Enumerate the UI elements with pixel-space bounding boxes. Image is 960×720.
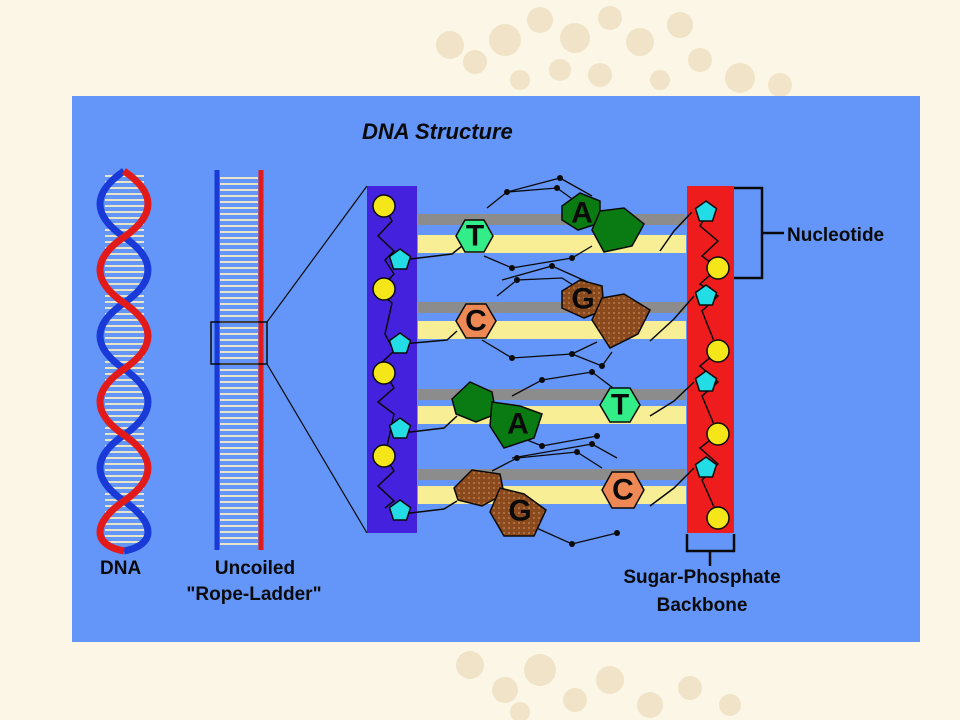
nucleotide-label: Nucleotide	[787, 225, 885, 246]
dna-structure-diagram: T A C G A T G C	[72, 96, 920, 642]
rope-ladder-icon	[210, 170, 368, 550]
base-pair-2-right: G	[571, 283, 594, 316]
zoom-line-bottom	[266, 363, 368, 534]
diagram-title: DNA Structure	[362, 119, 513, 144]
backbone-bracket	[685, 534, 736, 553]
base-pair-4-left: G	[508, 495, 531, 528]
base-pair-3-right: T	[611, 389, 629, 422]
base-pair-1-right: A	[571, 197, 593, 230]
base-pair-2: C G	[455, 279, 651, 349]
base-pair-1: T A	[455, 192, 645, 253]
left-backbone	[367, 186, 417, 533]
dna-label: DNA	[100, 558, 142, 579]
base-pair-rungs	[418, 214, 686, 504]
base-pair-3-left: A	[507, 408, 529, 441]
glycosidic-bonds	[401, 211, 695, 515]
bond-dots	[504, 175, 620, 547]
zoom-box	[210, 321, 268, 365]
backbone-label-line2: Backbone	[656, 595, 748, 616]
base-pair-3: A T	[451, 381, 641, 449]
rope-ladder-label: "Rope-Ladder"	[186, 584, 322, 605]
base-T-shape	[599, 387, 641, 423]
base-pair-2-left: C	[465, 305, 487, 338]
base-pair-4-right: C	[612, 474, 634, 507]
dna-helix-icon	[96, 168, 152, 555]
base-pair-4: G C	[453, 469, 645, 537]
base-C-shape	[455, 303, 497, 339]
backbone-label-line1: Sugar-Phosphate	[623, 567, 781, 588]
nucleotide-bracket	[734, 186, 764, 280]
zoom-line-top	[266, 185, 368, 323]
base-T-shape	[455, 219, 494, 253]
uncoiled-label: Uncoiled	[214, 558, 296, 579]
base-pair-1-left: T	[466, 220, 484, 253]
diagram-graphics: T A C G A T G C	[96, 168, 784, 566]
base-C-shape	[601, 471, 645, 509]
